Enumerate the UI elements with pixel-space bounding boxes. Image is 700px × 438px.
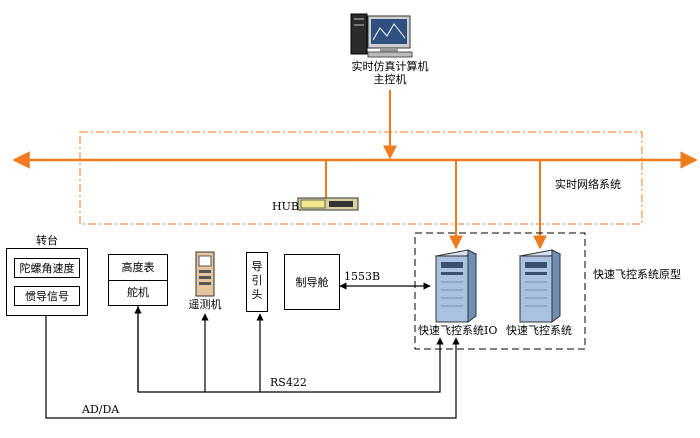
guidance-cabin-label: 制导舱 [295, 276, 329, 289]
adda-label: AD/DA [82, 403, 120, 416]
computer-icon [350, 13, 413, 58]
gyro-box [14, 258, 80, 278]
turntable-title: 转台 [36, 234, 58, 247]
telemetry-label: 遥测机 [188, 298, 222, 311]
rs422-label: RS422 [270, 376, 307, 389]
network-label: 实时网络系统 [555, 178, 621, 191]
bus-1553b-label: 1553B [344, 270, 381, 283]
altimeter-divider [108, 280, 168, 281]
seeker-box [246, 252, 268, 312]
hub-label: HUB [272, 200, 299, 213]
inertial-label: 惯导信号 [25, 290, 69, 303]
fcs-io-server-icon [434, 249, 478, 323]
gyro-label: 陀螺角速度 [19, 262, 75, 275]
host-label-line1: 实时仿真计算机 [351, 60, 429, 73]
guidance-cabin-box [284, 254, 340, 310]
fcs-io-label: 快速飞控系统IO [418, 324, 498, 337]
adda-line [45, 316, 460, 419]
fcs-server-icon [518, 249, 562, 323]
fcs-label: 快速飞控系统 [506, 324, 572, 337]
altimeter-label: 高度表 [121, 261, 155, 274]
network-region [79, 131, 643, 225]
seeker-label: 导引头 [251, 260, 263, 301]
hub-icon [297, 197, 359, 211]
prototype-label: 快速飞控系统原型 [593, 268, 681, 281]
telemetry-icon [195, 251, 215, 297]
inertial-box [14, 286, 80, 306]
rudder-label: 舵机 [127, 286, 149, 299]
host-label-line2: 主控机 [373, 73, 407, 86]
